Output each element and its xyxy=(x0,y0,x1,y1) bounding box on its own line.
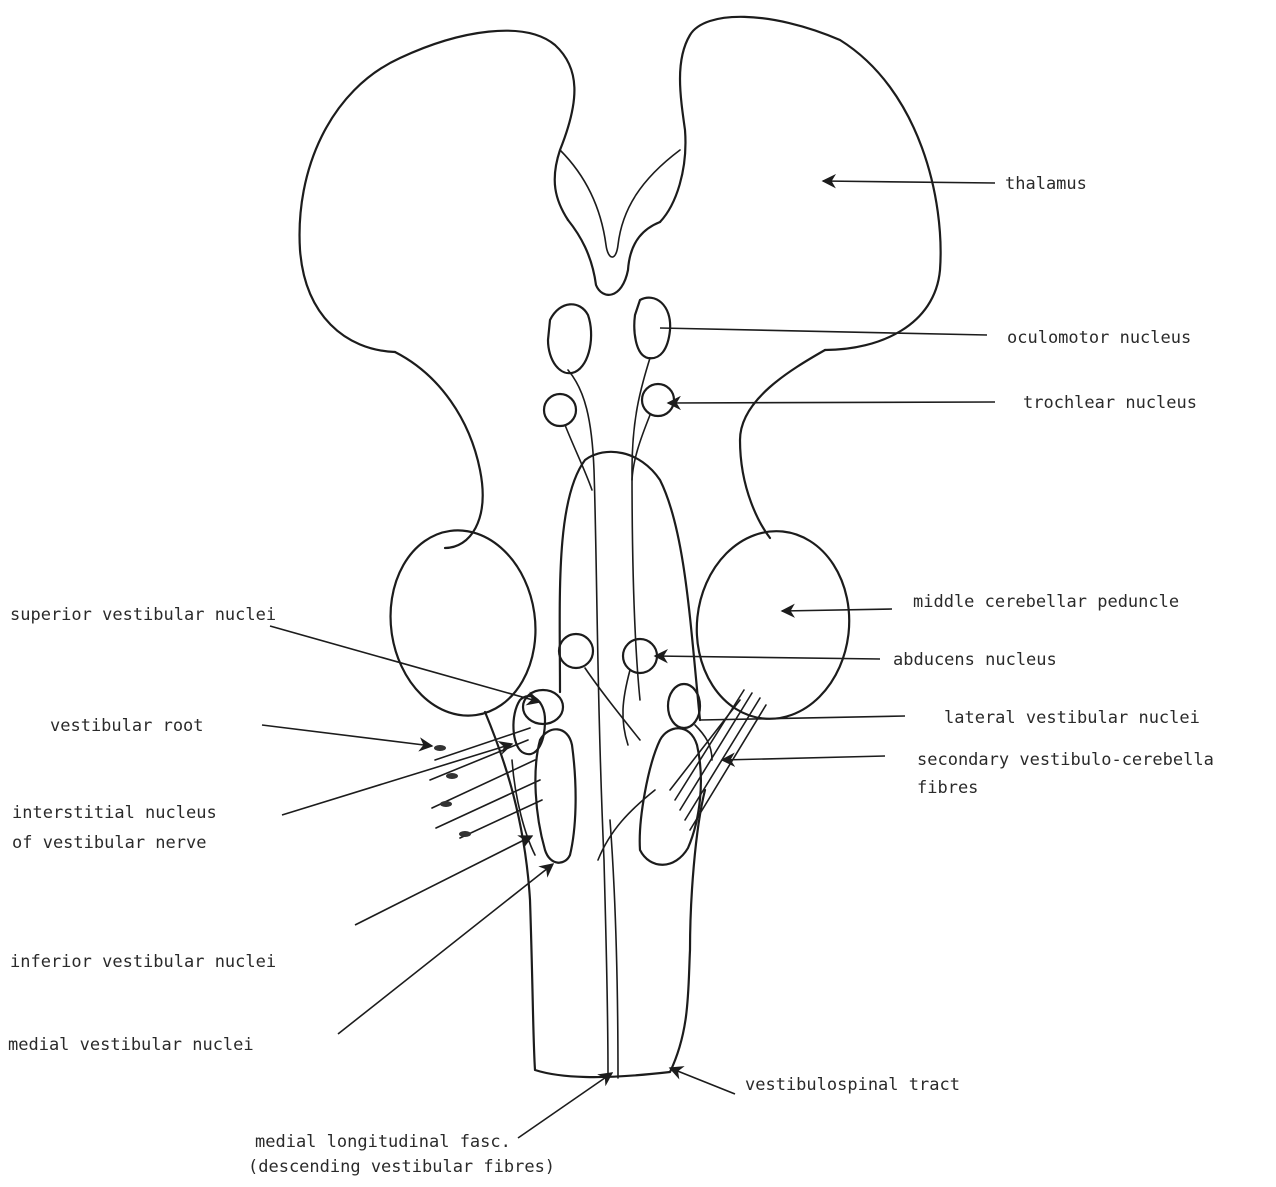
descending-fibre xyxy=(598,790,655,860)
vestibulo-cerebellar-fibre-2 xyxy=(680,693,752,810)
vestibular-root-ganglion-2 xyxy=(446,773,458,779)
vestibular-root-ganglion-1 xyxy=(434,745,446,751)
superior-vestibular-pointer xyxy=(270,626,540,702)
pons-central-outline xyxy=(560,452,700,720)
label-vestibulospinal: vestibulospinal tract xyxy=(745,1075,960,1095)
medulla-outline xyxy=(485,712,705,1077)
vestibular-root-fibre-3 xyxy=(432,760,535,808)
secondary-fibres-pointer xyxy=(722,756,885,760)
abducens-nucleus-right xyxy=(623,639,657,673)
interstitial-vestibular-nucleus xyxy=(513,696,545,754)
label-thalamus: thalamus xyxy=(1005,174,1087,194)
label-medial-vestibular: medial vestibular nuclei xyxy=(8,1035,254,1055)
abducens-fibre-left xyxy=(585,668,640,740)
oculomotor-nucleus-left xyxy=(548,304,591,373)
left-cerebellar-peduncle xyxy=(379,521,547,725)
label-secondary-fibres-line1: secondary vestibulo-cerebella xyxy=(917,750,1214,770)
right-vestibular-column xyxy=(640,728,701,865)
label-interstitial-line2: of vestibular nerve xyxy=(12,833,206,853)
peduncle-pointer xyxy=(782,609,892,611)
vestibulo-cerebellar-fibre-1 xyxy=(675,690,744,800)
brainstem-outline-left xyxy=(395,352,483,548)
abducens-fibre-right xyxy=(623,670,630,745)
label-secondary-fibres-line2: fibres xyxy=(917,778,978,798)
trochlear-nucleus-left xyxy=(544,394,576,426)
thalamus-right-lobe xyxy=(660,17,941,350)
mlf-fibre-left xyxy=(568,370,608,1075)
medulla-midline xyxy=(610,820,618,1078)
thalamus-left-lobe xyxy=(300,31,575,352)
medial-vestibular-pointer xyxy=(338,864,553,1034)
vestibular-root-fibre-5 xyxy=(460,800,542,838)
label-interstitial-line1: interstitial nucleus xyxy=(12,803,217,823)
label-superior-vestibular: superior vestibular nuclei xyxy=(10,605,276,625)
abducens-nucleus-left xyxy=(559,634,593,668)
inferior-medial-vestibular-nucleus xyxy=(535,729,575,862)
interstitial-pointer xyxy=(282,744,512,815)
label-mlf-line2: (descending vestibular fibres) xyxy=(248,1157,555,1177)
midline-groove xyxy=(560,150,680,257)
label-trochlear: trochlear nucleus xyxy=(1023,393,1197,413)
label-middle-peduncle: middle cerebellar peduncle xyxy=(913,592,1179,612)
vestibular-root-pointer xyxy=(262,725,432,746)
mlf-fibre-right xyxy=(632,358,650,700)
right-cerebellar-peduncle xyxy=(688,524,859,727)
lateral-vestibular-nucleus xyxy=(668,684,700,728)
brainstem-outline-right xyxy=(740,350,825,538)
vestibular-root-ganglion-4 xyxy=(459,831,471,837)
trochlear-pointer xyxy=(668,402,995,403)
mlf-pointer xyxy=(518,1073,612,1138)
lateral-vestibular-pointer xyxy=(700,716,905,720)
label-abducens: abducens nucleus xyxy=(893,650,1057,670)
label-inferior-vestibular: inferior vestibular nuclei xyxy=(10,952,276,972)
vestibulospinal-pointer xyxy=(670,1068,735,1094)
inferior-vestibular-pointer xyxy=(355,836,532,925)
label-mlf-line1: medial longitudinal fasc. xyxy=(255,1132,511,1152)
label-vestibular-root: vestibular root xyxy=(50,716,204,736)
vestibular-root-ganglion-3 xyxy=(440,801,452,807)
third-ventricle-notch xyxy=(568,220,660,295)
label-lateral-vestibular: lateral vestibular nuclei xyxy=(944,708,1200,728)
trochlear-nucleus-right xyxy=(642,384,674,416)
thalamus-pointer xyxy=(823,181,995,183)
label-oculomotor: oculomotor nucleus xyxy=(1007,328,1191,348)
vestibulo-cerebellar-fibre-5 xyxy=(670,700,740,790)
abducens-pointer xyxy=(655,656,880,659)
oculomotor-pointer xyxy=(660,328,987,335)
